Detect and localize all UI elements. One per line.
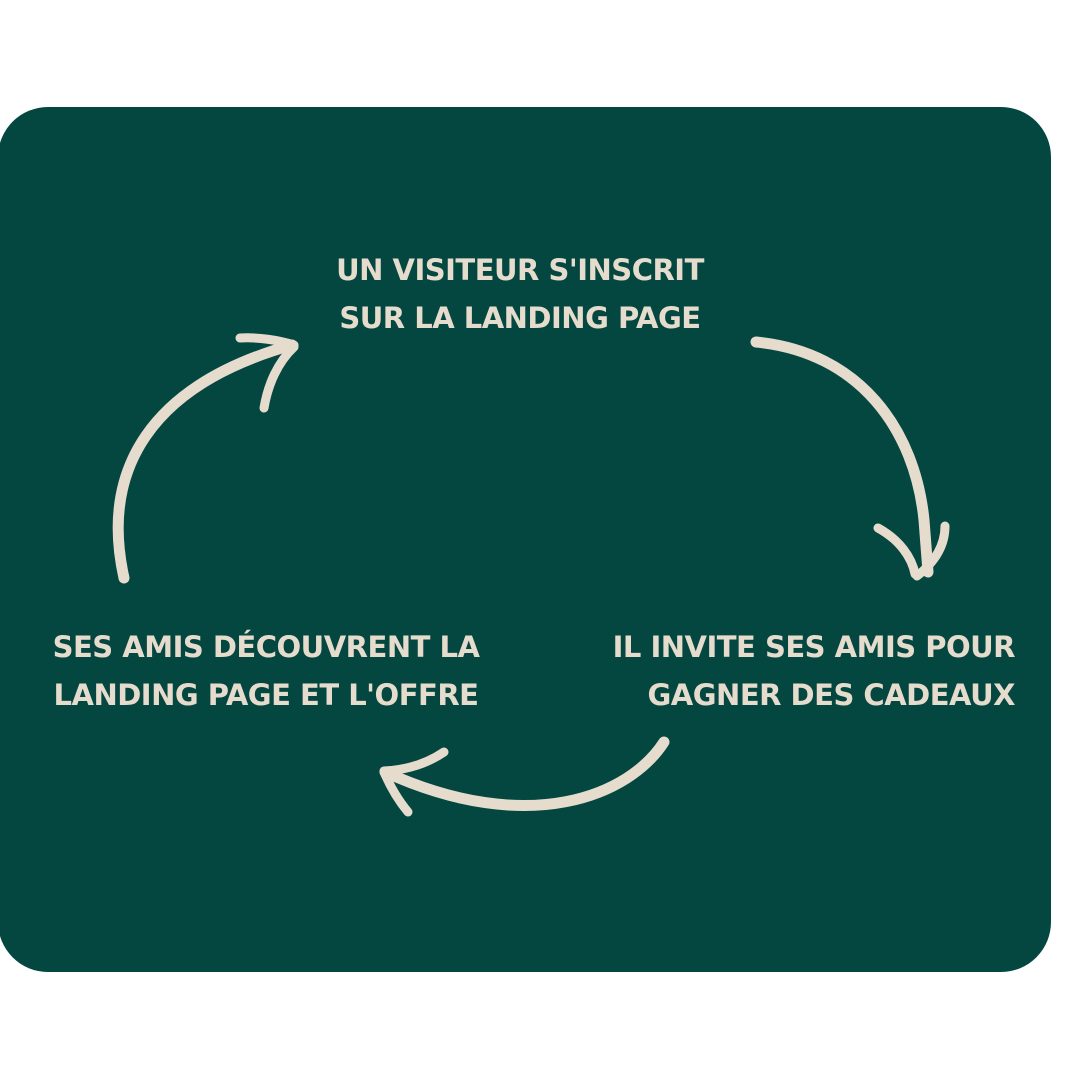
step-text-line: SES AMIS DÉCOUVRENT LA bbox=[52, 630, 480, 664]
curved-arrow-down-right-icon bbox=[750, 336, 950, 581]
step-visitor-signs-up: UN VISITEUR S'INSCRIT SUR LA LANDING PAG… bbox=[270, 246, 770, 342]
curved-arrow-left-icon bbox=[379, 736, 670, 817]
step-friends-discover: SES AMIS DÉCOUVRENT LA LANDING PAGE ET L… bbox=[36, 623, 496, 719]
step-text-line: SUR LA LANDING PAGE bbox=[339, 301, 701, 335]
step-invites-friends: IL INVITE SES AMIS POUR GAGNER DES CADEA… bbox=[555, 623, 1016, 719]
diagram-card bbox=[0, 107, 1051, 972]
step-text-line: GAGNER DES CADEAUX bbox=[647, 678, 1016, 712]
curved-arrow-up-right-icon bbox=[112, 333, 299, 584]
step-text-line: IL INVITE SES AMIS POUR bbox=[612, 630, 1016, 664]
step-text-line: LANDING PAGE ET L'OFFRE bbox=[53, 678, 479, 712]
step-text-line: UN VISITEUR S'INSCRIT bbox=[336, 253, 704, 287]
